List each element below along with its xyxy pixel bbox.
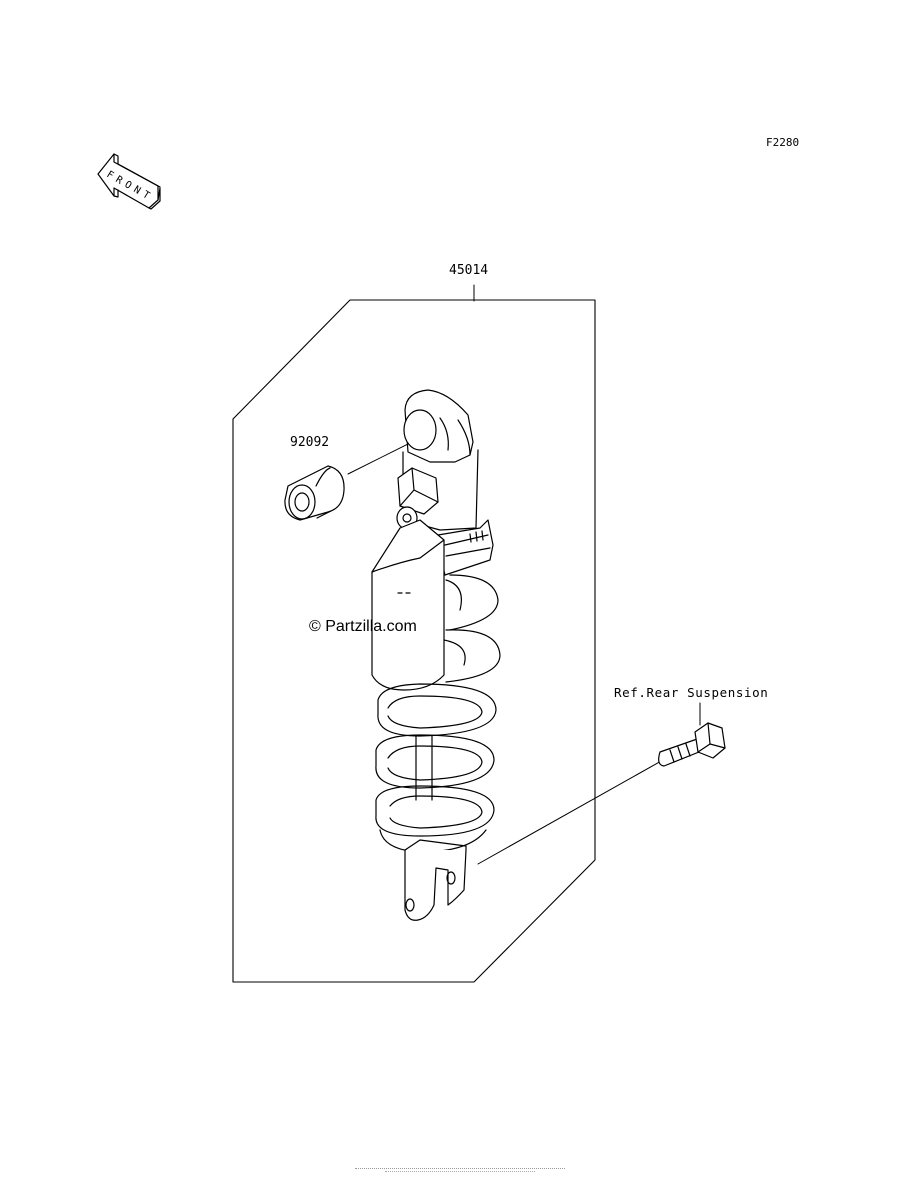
front-arrow-text: F R O N T — [104, 169, 151, 202]
svg-text:N: N — [131, 184, 142, 197]
assembly-boundary — [232, 299, 596, 983]
part-number-label: 92092 — [290, 435, 330, 450]
leader-bolt — [477, 759, 664, 865]
shock-absorber-45014 — [371, 389, 501, 921]
svg-text:T: T — [140, 189, 151, 202]
bushing-92092 — [284, 465, 345, 521]
figure-code: F2280 — [766, 136, 800, 149]
svg-text:R: R — [113, 174, 125, 187]
svg-text:F: F — [104, 169, 115, 182]
reference-label: Ref.Rear Suspension — [614, 685, 769, 700]
part-number-label: 45014 — [449, 263, 489, 278]
front-arrow-icon — [97, 153, 161, 210]
svg-text:O: O — [122, 179, 133, 192]
footer-fine-print — [300, 1168, 620, 1172]
watermark: © Partzilla.com — [309, 618, 417, 635]
bolt-rear-suspension — [658, 702, 726, 767]
